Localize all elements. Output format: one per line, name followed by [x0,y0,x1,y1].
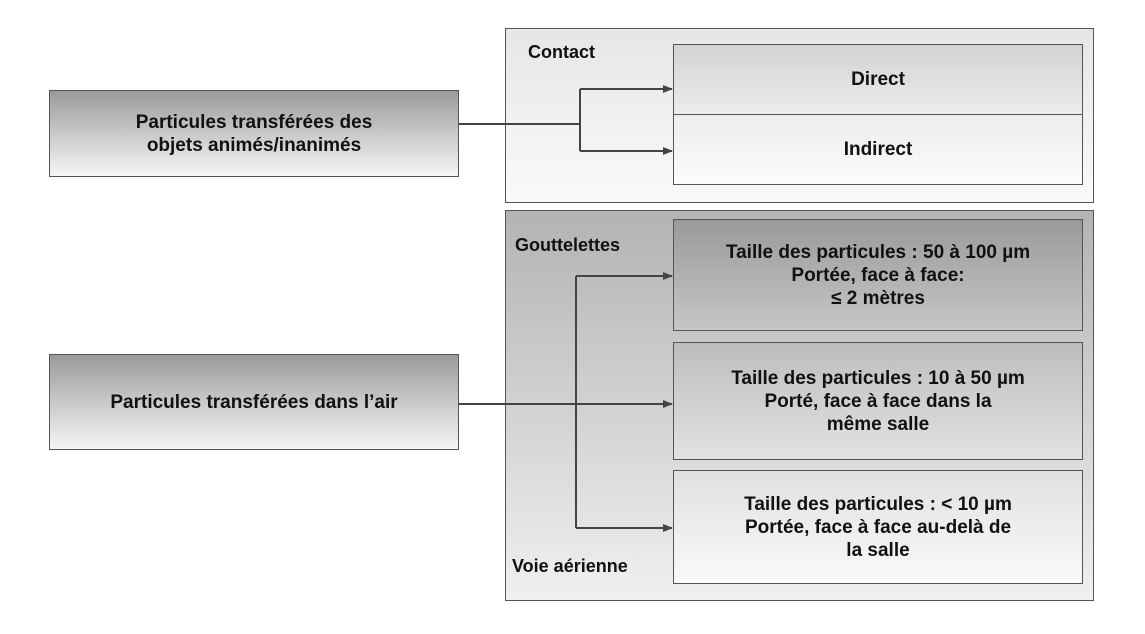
droplets-label: Gouttelettes [515,235,621,255]
indirect-box: Indirect [673,114,1083,185]
direct-box: Direct [673,44,1083,115]
airborne-route-label: Voie aérienne [512,556,628,576]
contact-source-box: Particules transférées des objets animés… [49,90,459,177]
beyond-room-target-box: Taille des particules : < 10 µm Portée, … [673,470,1083,584]
droplet-target-box: Taille des particules : 50 à 100 µm Port… [673,219,1083,331]
air-source-box: Particules transférées dans l’air [49,354,459,450]
same-room-target-box: Taille des particules : 10 à 50 µm Porté… [673,342,1083,460]
contact-group-label: Contact [528,42,595,62]
